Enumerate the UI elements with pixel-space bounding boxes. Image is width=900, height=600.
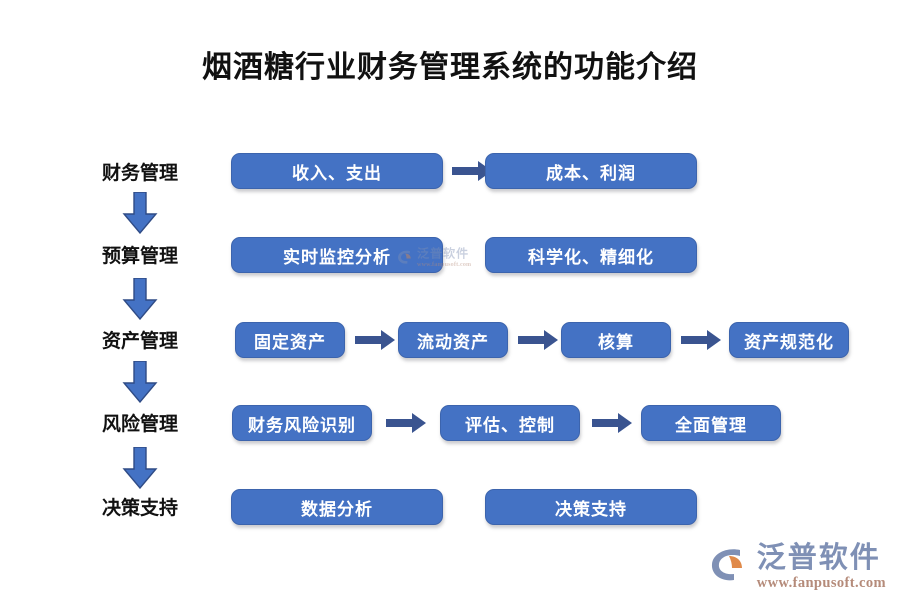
stage-label-asset-management: 资产管理 bbox=[101, 331, 178, 352]
process-box-data-analysis[interactable]: 数据分析 bbox=[231, 489, 443, 525]
page-title: 烟酒糖行业财务管理系统的功能介绍 bbox=[202, 51, 698, 84]
process-box-cost-profit[interactable]: 成本、利润 bbox=[485, 153, 697, 189]
arrow-down-icon bbox=[122, 446, 158, 490]
arrow-right-icon bbox=[452, 161, 492, 181]
arrow-down-icon bbox=[122, 191, 158, 235]
arrow-right-icon bbox=[592, 413, 632, 433]
process-box-assessment-control[interactable]: 评估、控制 bbox=[440, 405, 580, 441]
stage-label-risk-management: 风险管理 bbox=[101, 414, 178, 435]
process-box-current-assets[interactable]: 流动资产 bbox=[398, 322, 508, 358]
process-box-scientific-refined[interactable]: 科学化、精细化 bbox=[485, 237, 697, 273]
process-box-income-expense[interactable]: 收入、支出 bbox=[231, 153, 443, 189]
stage-label-budget-management: 预算管理 bbox=[101, 246, 178, 267]
process-box-comprehensive-management[interactable]: 全面管理 bbox=[641, 405, 781, 441]
arrow-right-icon bbox=[681, 330, 721, 350]
process-box-decision-support[interactable]: 决策支持 bbox=[485, 489, 697, 525]
stage-label-decision-support: 决策支持 bbox=[101, 498, 178, 519]
stage-label-financial-management: 财务管理 bbox=[101, 163, 178, 184]
process-box-accounting[interactable]: 核算 bbox=[561, 322, 671, 358]
process-box-realtime-monitoring[interactable]: 实时监控分析 bbox=[231, 237, 443, 273]
process-box-asset-standardization[interactable]: 资产规范化 bbox=[729, 322, 849, 358]
arrow-right-icon bbox=[355, 330, 395, 350]
process-box-financial-risk-identification[interactable]: 财务风险识别 bbox=[232, 405, 372, 441]
arrow-right-icon bbox=[518, 330, 558, 350]
arrow-down-icon bbox=[122, 277, 158, 321]
arrow-down-icon bbox=[122, 360, 158, 404]
arrow-right-icon bbox=[386, 413, 426, 433]
process-box-fixed-assets[interactable]: 固定资产 bbox=[235, 322, 345, 358]
